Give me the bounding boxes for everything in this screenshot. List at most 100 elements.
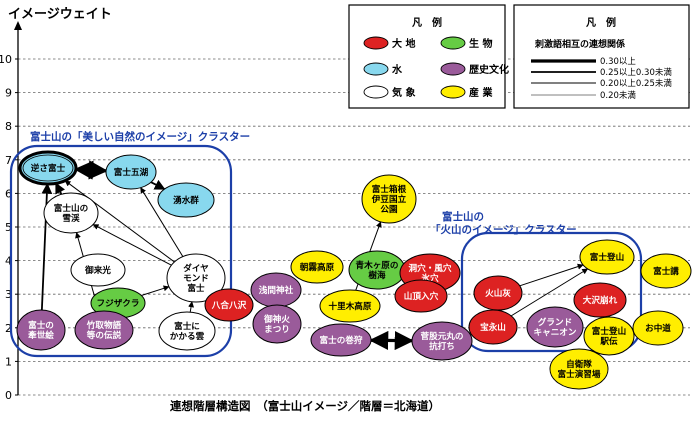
svg-text:0.20以上0.25未満: 0.20以上0.25未満: [600, 78, 672, 89]
node-label: 自衛隊: [566, 358, 592, 370]
node-hoei: 宝永山: [469, 310, 517, 344]
node-gorai: 御来光: [71, 254, 125, 286]
node-label: 湧水群: [173, 194, 199, 206]
svg-text:気 象: 気 象: [391, 86, 415, 99]
node-label: かかる雲: [170, 330, 205, 342]
node-label: 抗打ち: [429, 340, 455, 352]
node-label: 菅股元丸の: [421, 330, 464, 342]
node-label: 洞穴・風穴: [409, 262, 452, 274]
node-label: 富士の: [28, 319, 54, 331]
node-label: 逆さ富士: [31, 162, 66, 174]
node-asagiri: 朝霧高原: [291, 251, 343, 283]
svg-text:水: 水: [391, 63, 403, 76]
node-label: 浅間神社: [259, 284, 294, 296]
node-sanchou: 山頂入穴: [395, 280, 447, 312]
node-goko: 富士五湖: [106, 155, 156, 189]
legend-category-title: 凡 例: [412, 16, 442, 29]
node-label: 宝永山: [480, 321, 506, 333]
node-label: 雪渓: [62, 212, 80, 224]
node-label: 伊豆国立: [371, 193, 407, 205]
node-label: 富士: [187, 282, 205, 294]
y-axis-label: イメージウェイト: [8, 7, 112, 22]
node-osawa: 大沢崩れ: [574, 283, 626, 317]
node-label: 八合八沢: [211, 299, 247, 311]
node-kazanbai: 火山灰: [474, 276, 522, 310]
node-tozan: 富士登山: [580, 240, 634, 274]
node-label: 富士演習場: [558, 368, 601, 380]
node-label: 火山灰: [485, 287, 511, 299]
node-label: 御来光: [84, 264, 111, 276]
node-label: 朝霧高原: [300, 261, 335, 273]
node-sakasa: 逆さ富士: [20, 152, 76, 184]
y-tick-label: 9: [5, 87, 12, 100]
svg-text:生 物: 生 物: [469, 37, 492, 50]
cluster-label-volcano-line1: 富士山の: [442, 210, 484, 223]
svg-text:0.20未満: 0.20未満: [600, 90, 636, 101]
node-label: 御神火: [263, 313, 290, 325]
node-label: 富士箱根: [372, 183, 407, 195]
node-hakkai: 八合八沢: [205, 289, 253, 321]
association-edge: [520, 265, 583, 286]
node-label: 十里木高原: [329, 300, 372, 312]
y-tick-label: 10: [0, 53, 12, 66]
association-edge: [190, 302, 192, 312]
association-edge: [56, 183, 62, 194]
node-label: 牽世絵: [28, 329, 54, 341]
node-label: 富士五湖: [114, 166, 149, 178]
node-label: 竹取物語: [86, 319, 122, 331]
legend-category-item: 水: [364, 63, 403, 76]
y-tick-label: 8: [5, 120, 12, 133]
svg-text:産 業: 産 業: [469, 86, 493, 99]
node-label: 富士に: [174, 320, 200, 332]
node-label: 富士講: [653, 265, 679, 277]
legend-strength-title: 凡 例: [586, 16, 616, 29]
legend-category-item: 歴史文化: [441, 63, 509, 76]
legend-strength: 凡 例 刺激語相互の連想関係 0.30以上0.25以上0.30未満0.20以上0…: [514, 5, 689, 108]
association-edge: [151, 182, 165, 189]
y-tick-label: 0: [5, 389, 12, 402]
node-label: キャニオン: [534, 327, 577, 338]
node-label: グランド: [538, 316, 572, 328]
svg-text:歴史文化: 歴史文化: [469, 63, 509, 76]
svg-text:大 地: 大 地: [392, 37, 415, 50]
node-label: ダイヤ: [183, 262, 209, 274]
node-label: 樹海: [368, 269, 386, 281]
node-label: 大沢崩れ: [583, 294, 618, 306]
node-label: フジザクラ: [97, 298, 140, 309]
node-ochudo: お中道: [633, 311, 683, 345]
node-yusui: 湧水群: [158, 183, 214, 217]
cluster-label-beauty: 富士山の「美しい自然のイメージ」クラスター: [30, 130, 250, 143]
node-label: 富士登山: [592, 325, 626, 337]
svg-text:0.30以上: 0.30以上: [600, 57, 636, 67]
y-tick-label: 1: [5, 355, 12, 368]
node-label: モンド: [183, 273, 209, 284]
node-label: 富士山の: [54, 202, 88, 214]
node-label: まつり: [264, 324, 290, 335]
node-label: 等の伝説: [86, 329, 122, 341]
node-label: 富士登山: [590, 251, 624, 263]
svg-text:0.25以上0.30未満: 0.25以上0.30未満: [600, 67, 672, 78]
node-juuri: 十里木高原: [320, 290, 380, 322]
node-label: 富士の巻狩: [320, 334, 363, 346]
association-edge: [42, 184, 47, 310]
node-layer: 逆さ富士富士五湖湧水群富士山の雪渓御来光ダイヤモンド富士フジザクラ八合八沢浅間神…: [17, 152, 691, 389]
node-label: 駅伝: [599, 335, 618, 347]
node-sengen: 浅間神社: [251, 273, 301, 307]
node-label: 青木ヶ原の: [356, 259, 399, 271]
node-label: お中道: [645, 322, 671, 334]
node-fujikou: 富士講: [641, 254, 691, 288]
association-edge: [76, 169, 106, 170]
diagram-caption: 連想階層構造図 （富士山イメージ／階層＝北海道）: [170, 399, 440, 413]
